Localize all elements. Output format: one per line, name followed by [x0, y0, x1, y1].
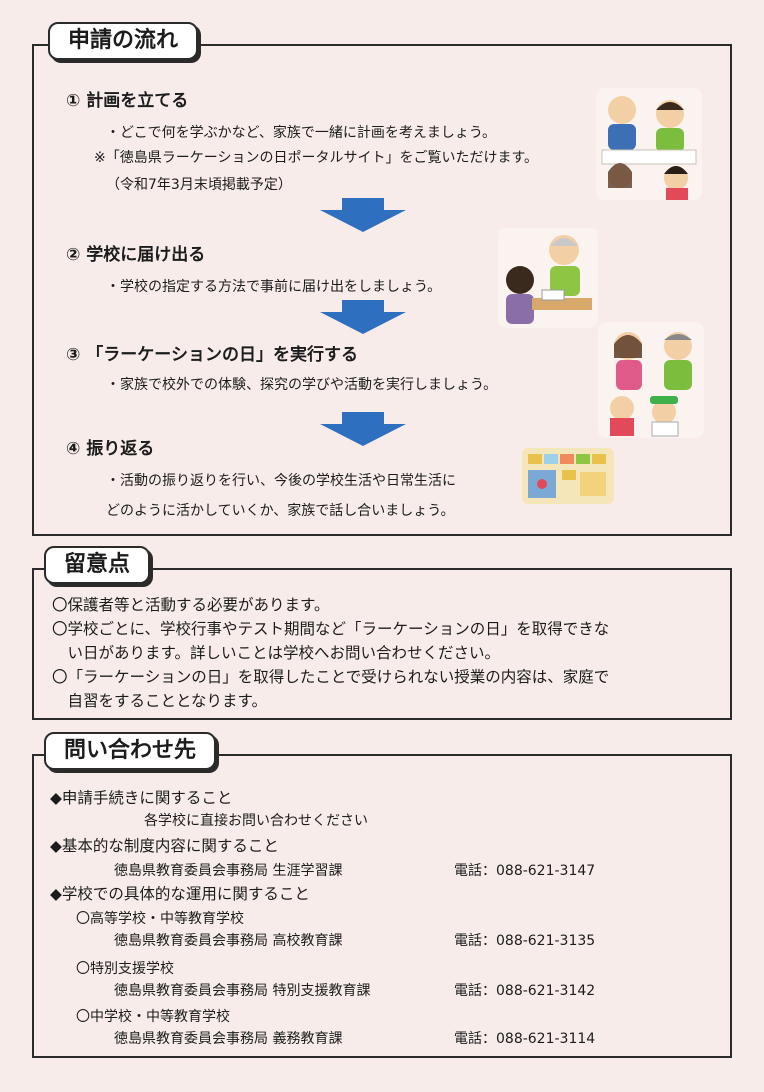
contact-system-org: 徳島県教育委員会事務局 生涯学習課	[114, 863, 343, 879]
family-planning-illustration	[596, 88, 702, 200]
school-special-tel: 電話：088-621-3142	[454, 983, 596, 999]
arrow-down-icon	[320, 198, 406, 232]
arrow-down-icon	[320, 300, 406, 334]
note-line-5: 自習をすることとなります。	[52, 692, 268, 710]
school-type-junior: 〇中学校・中等教育学校	[76, 1009, 230, 1025]
school-junior-tel: 電話：088-621-3114	[454, 1031, 596, 1047]
step-1-line-1: ・どこで何を学ぶかなど、家族で一緒に計画を考えましょう。	[106, 125, 497, 141]
note-line-1: 〇保護者等と活動する必要があります。	[52, 596, 330, 614]
step-1-line-2: ※「徳島県ラーケーションの日ポータルサイト」をご覧いただけます。	[94, 150, 539, 166]
submit-to-school-illustration	[498, 228, 598, 328]
contact-system-tel: 電話：088-621-3147	[454, 863, 596, 879]
step-1-line-3: （令和7年3月末頃掲載予定）	[106, 177, 292, 193]
contact-title: 問い合わせ先	[44, 732, 217, 770]
school-type-high: 〇高等学校・中等教育学校	[76, 911, 244, 927]
step-4-line-1: ・活動の振り返りを行い、今後の学校生活や日常生活に	[106, 473, 456, 489]
contact-heading-system: ◆基本的な制度内容に関すること	[50, 837, 279, 855]
notes-title: 留意点	[44, 546, 151, 584]
note-line-2: 〇学校ごとに、学校行事やテスト期間など「ラーケーションの日」を取得できな	[52, 620, 610, 638]
school-junior-org: 徳島県教育委員会事務局 義務教育課	[114, 1031, 343, 1047]
step-1-title: ① 計画を立てる	[66, 91, 189, 111]
contact-section	[32, 754, 732, 1058]
sugoroku-board-illustration	[522, 448, 614, 504]
arrow-down-icon	[320, 412, 406, 446]
step-4-line-2: どのように活かしていくか、家族で話し合いましょう。	[106, 503, 455, 519]
step-4-title: ④ 振り返る	[66, 439, 155, 459]
step-2-line-1: ・学校の指定する方法で事前に届け出をしましょう。	[106, 279, 442, 295]
school-special-org: 徳島県教育委員会事務局 特別支援教育課	[114, 983, 371, 999]
step-3-line-1: ・家族で校外での体験、探究の学びや活動を実行しましょう。	[106, 377, 498, 393]
school-type-special: 〇特別支援学校	[76, 961, 174, 977]
flow-title: 申請の流れ	[48, 22, 199, 60]
note-line-3: い日があります。詳しいことは学校へお問い合わせください。	[52, 644, 500, 662]
step-3-title: ③ 「ラーケーションの日」を実行する	[66, 345, 358, 365]
step-2-title: ② 学校に届け出る	[66, 245, 206, 265]
family-activity-illustration	[598, 322, 704, 438]
notes-section	[32, 568, 732, 720]
school-high-org: 徳島県教育委員会事務局 高校教育課	[114, 933, 343, 949]
contact-application-sub: 各学校に直接お問い合わせください	[144, 813, 368, 829]
contact-heading-operation: ◆学校での具体的な運用に関すること	[50, 885, 310, 903]
school-high-tel: 電話：088-621-3135	[454, 933, 596, 949]
note-line-4: 〇「ラーケーションの日」を取得したことで受けられない授業の内容は、家庭で	[52, 668, 610, 686]
contact-heading-application: ◆申請手続きに関すること	[50, 789, 233, 807]
